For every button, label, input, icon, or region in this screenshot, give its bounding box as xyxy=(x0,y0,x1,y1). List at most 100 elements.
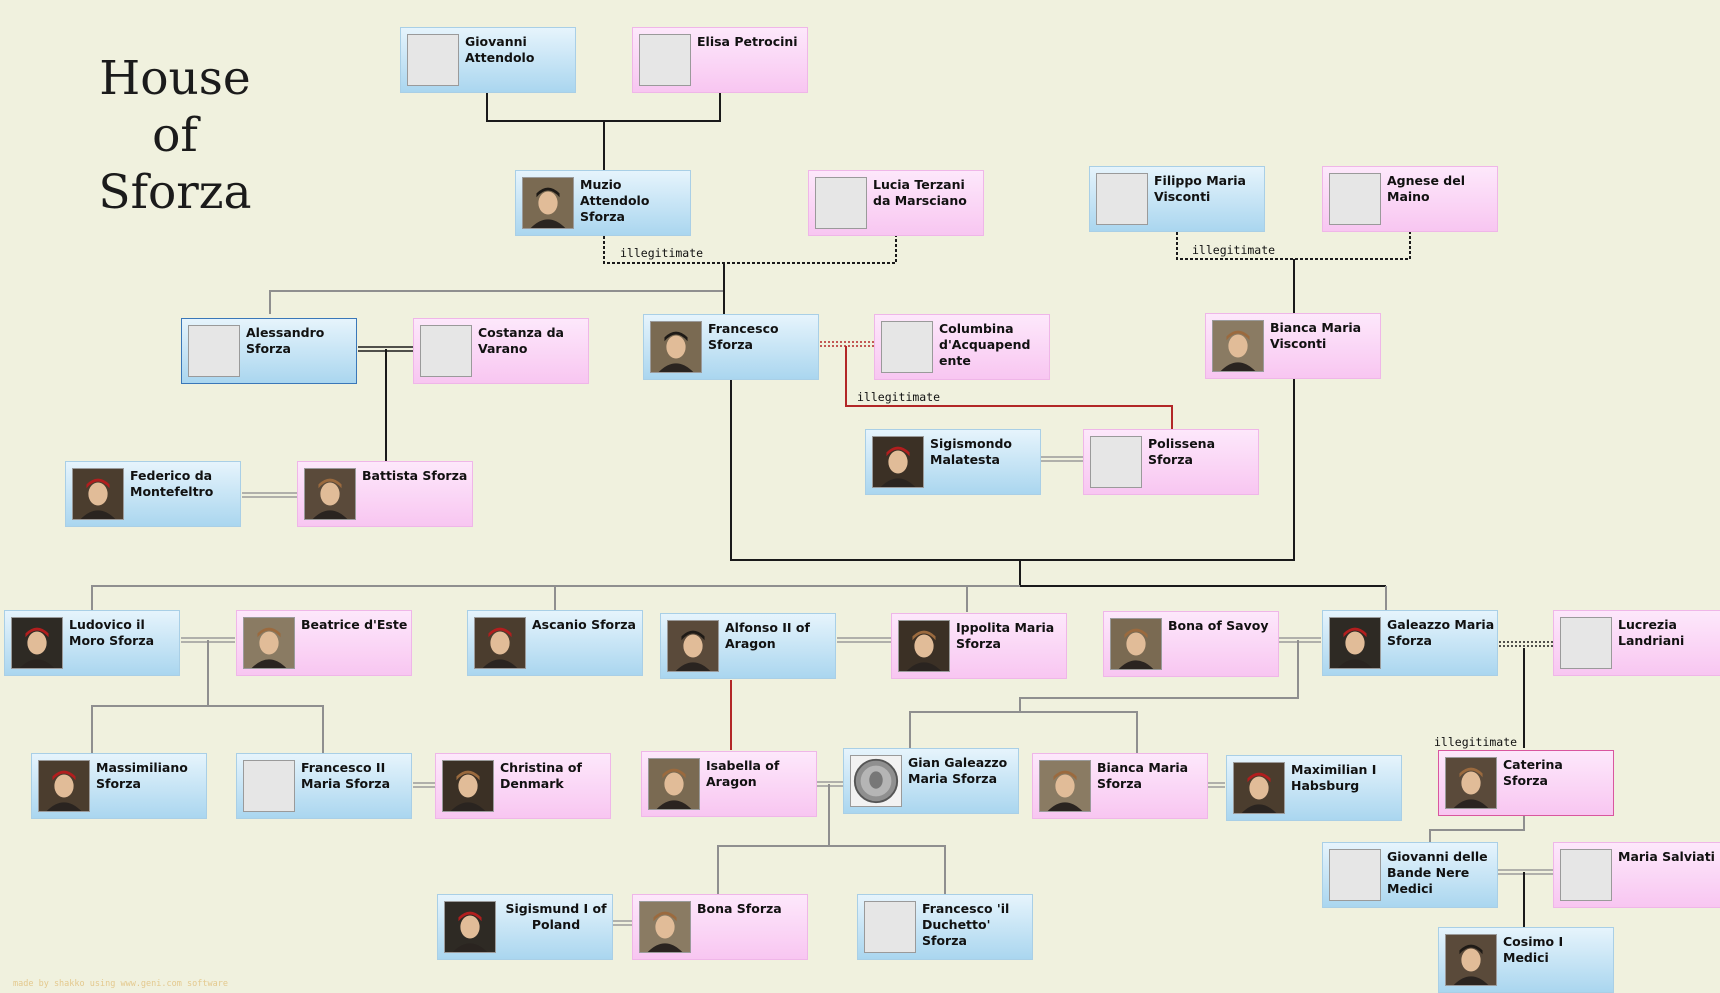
portrait-icon xyxy=(898,620,950,672)
person-name: Lucrezia Landriani xyxy=(1618,617,1685,648)
line-sigismondo-polissena xyxy=(1041,456,1083,462)
photo-placeholder xyxy=(188,325,240,377)
person-card-columbina[interactable]: Columbina d'Acquapend ente xyxy=(874,314,1050,380)
person-card-filippo-maria-visconti[interactable]: Filippo Maria Visconti xyxy=(1089,166,1265,232)
illegitimate-label-muzio: illegitimate xyxy=(620,246,704,260)
person-name: Maximilian I Habsburg xyxy=(1291,762,1377,793)
person-name: Christina of Denmark xyxy=(500,760,582,791)
portrait-icon xyxy=(11,617,63,669)
title-line-2: of xyxy=(152,108,198,163)
person-name: Muzio Attendolo Sforza xyxy=(580,177,650,224)
person-card-sigismondo-malatesta[interactable]: Sigismondo Malatesta xyxy=(865,429,1041,495)
person-card-beatrice-d-este[interactable]: Beatrice d'Este xyxy=(236,610,412,676)
person-card-elisa-petrocini[interactable]: Elisa Petrocini xyxy=(632,27,808,93)
person-card-agnese-del-maino[interactable]: Agnese del Maino xyxy=(1322,166,1498,232)
person-card-isabella-of-aragon[interactable]: Isabella of Aragon xyxy=(641,751,817,817)
photo-placeholder xyxy=(243,760,295,812)
person-card-ascanio-sforza[interactable]: Ascanio Sforza xyxy=(467,610,643,676)
portrait-icon xyxy=(1110,618,1162,670)
person-card-caterina-sforza[interactable]: Caterina Sforza xyxy=(1438,750,1614,816)
person-name: Giovanni delle Bande Nere Medici xyxy=(1387,849,1488,896)
line-bona-galeazzo xyxy=(1279,637,1321,643)
person-name: Columbina d'Acquapend ente xyxy=(939,321,1031,368)
person-name: Ippolita Maria Sforza xyxy=(956,620,1055,651)
person-card-gian-galeazzo-maria-sforza[interactable]: Gian Galeazzo Maria Sforza xyxy=(843,748,1019,814)
portrait-icon xyxy=(38,760,90,812)
person-card-costanza-da-varano[interactable]: Costanza da Varano xyxy=(413,318,589,384)
person-card-francesco-sforza[interactable]: Francesco Sforza xyxy=(643,314,819,380)
line-francesco-columbina-illegitimate xyxy=(820,341,874,347)
person-card-ludovico-il-moro[interactable]: Ludovico il Moro Sforza xyxy=(4,610,180,676)
person-name: Ludovico il Moro Sforza xyxy=(69,617,155,648)
person-card-christina-of-denmark[interactable]: Christina of Denmark xyxy=(435,753,611,819)
person-name: Ascanio Sforza xyxy=(532,617,636,632)
coin-icon xyxy=(850,755,902,807)
illegitimate-label-filippo: illegitimate xyxy=(1192,243,1276,257)
portrait-icon xyxy=(650,321,702,373)
photo-placeholder xyxy=(815,177,867,229)
person-card-alessandro-sforza[interactable]: Alessandro Sforza xyxy=(181,318,357,384)
portrait-icon xyxy=(1329,617,1381,669)
portrait-icon xyxy=(639,901,691,953)
person-card-maria-salviati[interactable]: Maria Salviati xyxy=(1553,842,1720,908)
photo-placeholder xyxy=(1090,436,1142,488)
illegitimate-label-galeazzo: illegitimate xyxy=(1434,735,1518,749)
person-card-giovanni-delle-bande-nere[interactable]: Giovanni delle Bande Nere Medici xyxy=(1322,842,1498,908)
person-name: Agnese del Maino xyxy=(1387,173,1465,204)
line-galeazzo-lucrezia-illegitimate xyxy=(1499,641,1553,647)
person-card-francesco-ii-maria-sforza[interactable]: Francesco II Maria Sforza xyxy=(236,753,412,819)
line-muzio-children xyxy=(269,290,724,314)
line-muzio-lucia-illegitimate xyxy=(603,236,897,264)
line-francesco-ii-christina xyxy=(413,782,435,788)
portrait-icon xyxy=(1039,760,1091,812)
person-name: Alfonso II of Aragon xyxy=(725,620,810,651)
portrait-icon xyxy=(648,758,700,810)
person-name: Bona Sforza xyxy=(697,901,782,916)
person-card-lucia-terzani[interactable]: Lucia Terzani da Marsciano xyxy=(808,170,984,236)
line-federico-battista xyxy=(242,492,298,498)
person-card-cosimo-i-medici[interactable]: Cosimo I Medici xyxy=(1438,927,1614,993)
line-parents-of-muzio xyxy=(486,93,721,170)
line-bona-galeazzo-children xyxy=(909,640,1299,753)
person-card-galeazzo-maria-sforza[interactable]: Galeazzo Maria Sforza xyxy=(1322,610,1498,676)
person-name: Francesco II Maria Sforza xyxy=(301,760,391,791)
photo-placeholder xyxy=(1560,849,1612,901)
person-name: Gian Galeazzo Maria Sforza xyxy=(908,755,1008,786)
person-card-bona-of-savoy[interactable]: Bona of Savoy xyxy=(1103,611,1279,677)
line-to-children-connector xyxy=(1019,560,1386,587)
portrait-icon xyxy=(444,901,496,953)
person-card-massimiliano-sforza[interactable]: Massimiliano Sforza xyxy=(31,753,207,819)
portrait-icon xyxy=(522,177,574,229)
person-card-bianca-maria-sforza[interactable]: Bianca Maria Sforza xyxy=(1032,753,1208,819)
title-line-1: House xyxy=(99,51,251,106)
person-card-polissena-sforza[interactable]: Polissena Sforza xyxy=(1083,429,1259,495)
person-name: Isabella of Aragon xyxy=(706,758,780,789)
person-card-maximilian-i-habsburg[interactable]: Maximilian I Habsburg xyxy=(1226,755,1402,821)
person-card-bianca-maria-visconti[interactable]: Bianca Maria Visconti xyxy=(1205,313,1381,379)
person-name: Cosimo I Medici xyxy=(1503,934,1564,965)
title-line-3: Sforza xyxy=(98,165,252,220)
portrait-icon xyxy=(1212,320,1264,372)
person-name: Elisa Petrocini xyxy=(697,34,798,49)
line-sigismund-bona xyxy=(612,920,632,926)
person-card-battista-sforza[interactable]: Battista Sforza xyxy=(297,461,473,527)
person-name: Lucia Terzani da Marsciano xyxy=(873,177,967,208)
portrait-icon xyxy=(304,468,356,520)
person-card-ippolita-maria-sforza[interactable]: Ippolita Maria Sforza xyxy=(891,613,1067,679)
person-name: Francesco 'il Duchetto' Sforza xyxy=(922,901,1010,948)
person-card-alfonso-ii-of-aragon[interactable]: Alfonso II of Aragon xyxy=(660,613,836,679)
person-name: Caterina Sforza xyxy=(1503,757,1563,788)
person-card-lucrezia-landriani[interactable]: Lucrezia Landriani xyxy=(1553,610,1720,676)
person-card-federico-da-montefeltro[interactable]: Federico da Montefeltro xyxy=(65,461,241,527)
portrait-icon xyxy=(1445,934,1497,986)
person-name: Costanza da Varano xyxy=(478,325,564,356)
person-card-bona-sforza[interactable]: Bona Sforza xyxy=(632,894,808,960)
person-name: Beatrice d'Este xyxy=(301,617,408,632)
person-card-giovanni-attendolo[interactable]: Giovanni Attendolo xyxy=(400,27,576,93)
person-name: Massimiliano Sforza xyxy=(96,760,188,791)
person-card-sigismund-i-of-poland[interactable]: Sigismund I of Poland xyxy=(437,894,613,960)
person-card-francesco-il-duchetto[interactable]: Francesco 'il Duchetto' Sforza xyxy=(857,894,1033,960)
photo-placeholder xyxy=(1096,173,1148,225)
person-card-muzio-attendolo-sforza[interactable]: Muzio Attendolo Sforza xyxy=(515,170,691,236)
